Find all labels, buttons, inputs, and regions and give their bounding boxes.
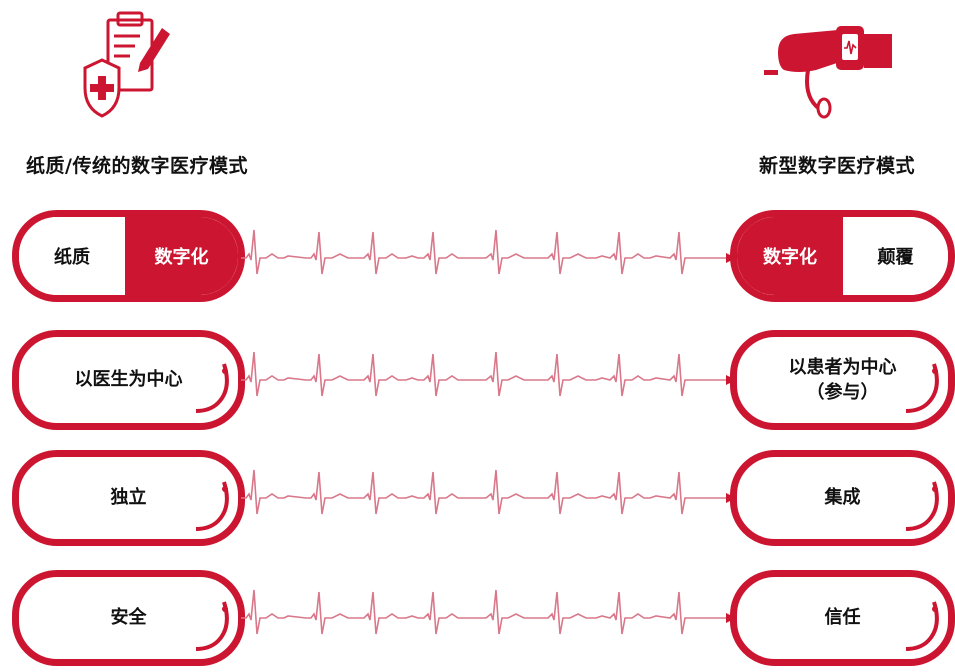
pill-hook-icon — [195, 601, 229, 651]
new-trust-pill: 信任 — [730, 570, 955, 666]
disruption-label: 颠覆 — [843, 217, 948, 295]
doctor-centric-label: 以医生为中心 — [74, 369, 183, 391]
pill-hook-icon — [195, 363, 229, 413]
legacy-security-pill: 安全 — [12, 570, 245, 666]
legacy-model-heading: 纸质/传统的数字医疗模式 — [26, 155, 248, 177]
new-model-heading: 新型数字医疗模式 — [758, 155, 915, 177]
clipboard-shield-icon — [83, 11, 170, 118]
digital-label: 数字化 — [737, 217, 843, 295]
legacy-paper-digital-pill: 纸质 数字化 — [12, 210, 245, 302]
ecg-arrow — [240, 589, 736, 635]
ecg-arrow — [240, 229, 736, 275]
integrated-label: 集成 — [824, 487, 861, 509]
patient-centric-text: 以患者为中心 （参与） — [737, 337, 948, 423]
independent-label: 独立 — [110, 487, 147, 509]
pill-hook-icon — [905, 481, 939, 531]
participation-label: （参与） — [806, 382, 879, 403]
new-digital-disruption-pill: 数字化 颠覆 — [730, 210, 955, 302]
pill-hook-icon — [905, 601, 939, 651]
digital-label: 数字化 — [125, 217, 238, 295]
new-integrated-pill: 集成 — [730, 450, 955, 546]
legacy-independent-pill: 独立 — [12, 450, 245, 546]
pill-hook-icon — [905, 363, 939, 413]
ecg-arrow — [240, 351, 736, 397]
ecg-arrow — [240, 469, 736, 515]
pill-hook-icon — [195, 481, 229, 531]
legacy-doctor-centric-pill: 以医生为中心 — [12, 330, 245, 430]
patient-centric-label: 以患者为中心 — [788, 356, 897, 378]
security-label: 安全 — [110, 607, 147, 629]
new-patient-centric-pill: 以患者为中心 （参与） — [730, 330, 955, 430]
trust-label: 信任 — [824, 607, 861, 629]
hand-smartwatch-icon — [764, 26, 892, 119]
paper-label: 纸质 — [19, 217, 125, 295]
